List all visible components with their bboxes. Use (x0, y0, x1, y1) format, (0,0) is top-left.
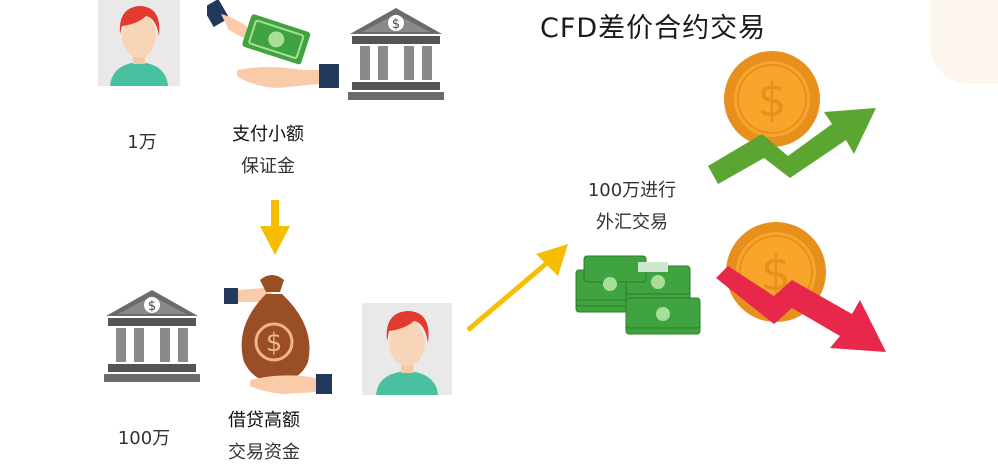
trade-line1: 100万进行 (587, 180, 677, 201)
trend-down-arrow-icon (712, 264, 888, 354)
borrow-line1: 借贷高额 (228, 410, 300, 431)
hand-giving-money-icon (207, 0, 342, 95)
trend-up-arrow-icon (704, 104, 878, 184)
svg-text:$: $ (266, 328, 283, 358)
decorative-background-shape (930, 0, 998, 84)
borrow-line2: 交易资金 (228, 442, 300, 463)
money-bag-icon: $ (224, 270, 336, 398)
pay-small-line1: 支付小额 (232, 124, 304, 145)
cash-stack-icon (570, 252, 706, 338)
bank-icon: $ (346, 4, 446, 102)
amount-small-label: 1万 (127, 132, 157, 153)
bank-icon: $ (102, 286, 202, 384)
pay-small-line2: 保证金 (241, 156, 295, 177)
amount-large-label: 100万 (117, 428, 171, 449)
arrow-diagonal-icon (462, 240, 574, 336)
person-avatar-icon (98, 0, 180, 86)
svg-text:$: $ (392, 17, 400, 32)
diagram-title: CFD差价合约交易 (540, 13, 767, 44)
dollar-coin-icon: $ (722, 50, 822, 148)
person-avatar-icon (362, 303, 452, 395)
svg-text:$: $ (148, 299, 156, 314)
svg-text:$: $ (757, 73, 786, 127)
arrow-down-icon (260, 200, 290, 256)
trade-line2: 外汇交易 (596, 212, 668, 233)
